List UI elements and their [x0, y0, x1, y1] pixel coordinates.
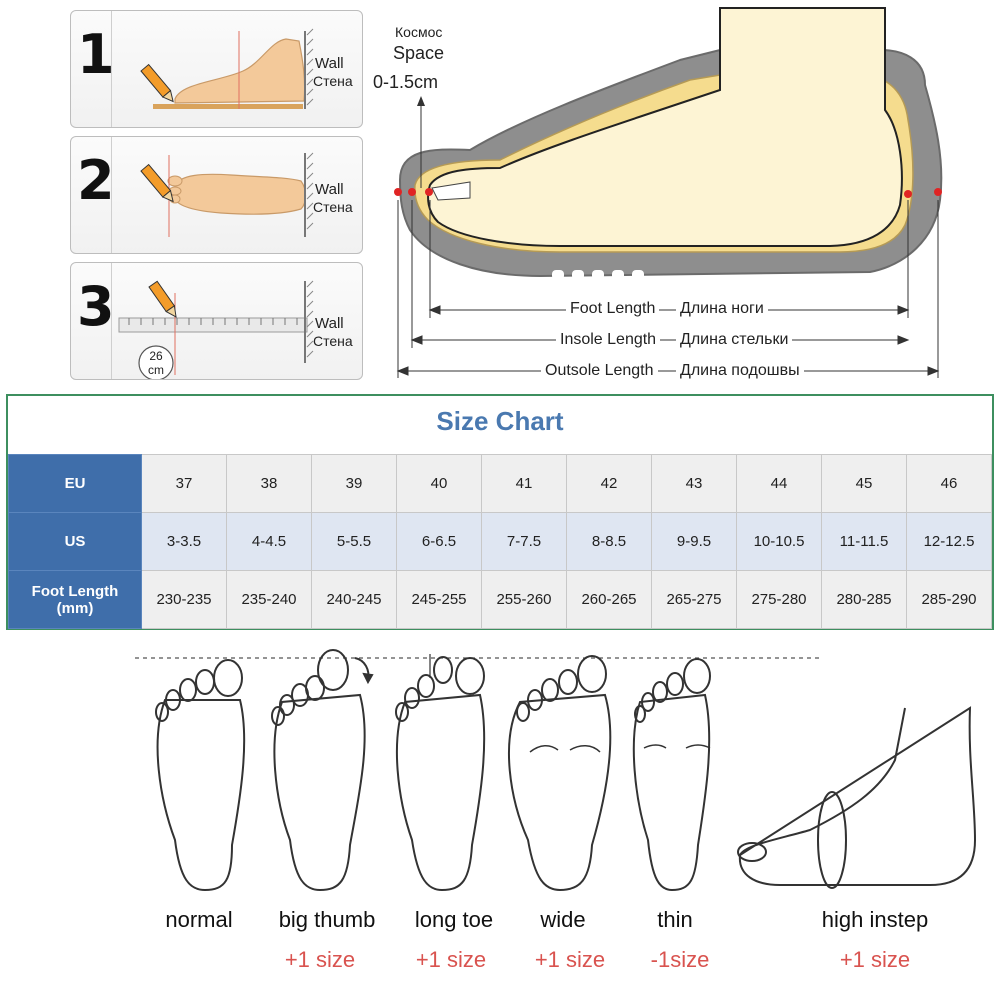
step-number: 1 [77, 23, 115, 86]
table-row: Foot Length (mm) 230-235 235-240 240-245… [8, 570, 992, 629]
table-cell: 265-275 [651, 570, 737, 629]
table-cell: 46 [906, 454, 992, 513]
foot-top-view-illustration [140, 152, 314, 237]
table-cell: 240-245 [311, 570, 397, 629]
table-cell: 44 [736, 454, 822, 513]
table-cell: 40 [396, 454, 482, 513]
table-cell: 12-12.5 [906, 512, 992, 571]
foot-types-illustration [135, 649, 977, 892]
table-cell: 8-8.5 [566, 512, 652, 571]
foot-outline-long-toe [395, 693, 486, 892]
table-cell: 245-255 [396, 570, 482, 629]
outsole-length-label-ru: Длина подошвы [676, 362, 804, 380]
wall-label-ru: Стена [313, 199, 353, 215]
foot-length-label-ru: Длина ноги [676, 300, 768, 318]
foot-type-wide-label: wide [540, 907, 586, 932]
step-panel-2: 2 Wall Стена [70, 136, 363, 254]
step-number: 2 [77, 149, 115, 212]
table-cell: 285-290 [906, 570, 992, 629]
table-cell: 7-7.5 [481, 512, 567, 571]
foot-type-long-toe-label: long toe [414, 907, 494, 932]
table-cell: 280-285 [821, 570, 907, 629]
table-cell: 42 [566, 454, 652, 513]
foot-type-thin-label: thin [657, 907, 693, 932]
step-panel-1: 1 Wall Стена [70, 10, 363, 128]
table-cell: 260-265 [566, 570, 652, 629]
foot-outline-big-thumb [273, 693, 366, 892]
ruler-measure-illustration [118, 280, 314, 379]
row-header-foot-length: Foot Length (mm) [8, 570, 142, 629]
row-header-line1: Foot Length [31, 582, 119, 600]
panel-divider [111, 11, 112, 127]
foot-outline-thin [632, 693, 711, 892]
outsole-length-label-en: Outsole Length [541, 362, 658, 380]
wall-label-en: Wall [315, 181, 344, 198]
size-chart-table: EU 37 38 39 40 41 42 43 44 45 46 US 3-3.… [8, 454, 992, 629]
table-cell: 5-5.5 [311, 512, 397, 571]
foot-type-wide-adjust: +1 size [534, 947, 606, 972]
table-row: US 3-3.5 4-4.5 5-5.5 6-6.5 7-7.5 8-8.5 9… [8, 512, 992, 571]
wall-label-en: Wall [315, 55, 344, 72]
foot-type-thin-adjust: -1size [650, 947, 710, 972]
row-header-line2: (mm) [56, 599, 94, 617]
table-cell: 43 [651, 454, 737, 513]
wall-label-en: Wall [315, 315, 344, 332]
shoe-diagram [394, 7, 943, 378]
table-cell: 45 [821, 454, 907, 513]
panel-divider [111, 263, 112, 379]
table-cell: 9-9.5 [651, 512, 737, 571]
ruler-value: 26 [149, 349, 163, 363]
table-cell: 275-280 [736, 570, 822, 629]
table-cell: 235-240 [226, 570, 312, 629]
foot-type-high-instep-adjust: +1 size [839, 947, 911, 972]
space-label-en: Space [393, 43, 445, 63]
foot-type-big-thumb-label: big thumb [278, 907, 376, 932]
row-header-eu: EU [8, 454, 142, 513]
table-cell: 38 [226, 454, 312, 513]
table-cell: 10-10.5 [736, 512, 822, 571]
size-chart-title: Size Chart [436, 406, 564, 436]
table-cell: 39 [311, 454, 397, 513]
table-cell: 37 [141, 454, 227, 513]
space-label-ru: Космос [395, 24, 443, 40]
foot-side-view-illustration [140, 28, 314, 109]
foot-type-high-instep-label: high instep [821, 907, 929, 932]
table-cell: 255-260 [481, 570, 567, 629]
foot-type-long-toe-adjust: +1 size [415, 947, 487, 972]
table-cell: 4-4.5 [226, 512, 312, 571]
foot-type-normal-label: normal [165, 907, 233, 932]
wall-label-ru: Стена [313, 333, 353, 349]
ruler-unit: cm [148, 363, 164, 377]
table-cell: 230-235 [141, 570, 227, 629]
row-header-us: US [8, 512, 142, 571]
foot-type-big-thumb-adjust: +1 size [284, 947, 356, 972]
table-cell: 41 [481, 454, 567, 513]
table-cell: 11-11.5 [821, 512, 907, 571]
table-cell: 6-6.5 [396, 512, 482, 571]
wall-label-ru: Стена [313, 73, 353, 89]
step-panel-3: 3 26 cm Wall Стена [70, 262, 363, 380]
foot-length-label-en: Foot Length [566, 300, 660, 318]
insole-length-label-en: Insole Length [556, 331, 661, 349]
space-value: 0-1.5cm [373, 72, 439, 92]
table-cell: 3-3.5 [141, 512, 227, 571]
table-row: EU 37 38 39 40 41 42 43 44 45 46 [8, 454, 992, 513]
foot-outline-normal [156, 699, 246, 892]
step-number: 3 [77, 275, 115, 338]
foot-outline-high-instep [738, 706, 977, 886]
panel-divider [111, 137, 112, 253]
size-chart: Size Chart EU 37 38 39 40 41 42 43 44 45… [6, 394, 994, 630]
insole-length-label-ru: Длина стельки [676, 331, 793, 349]
foot-outline-wide [507, 693, 612, 892]
